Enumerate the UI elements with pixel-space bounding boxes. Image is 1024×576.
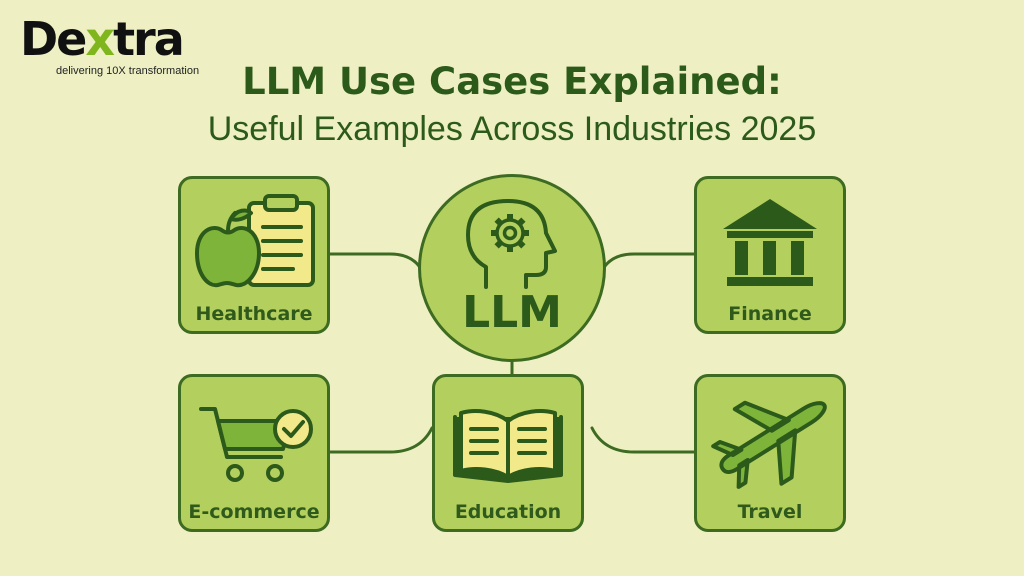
card-label: Education [454,501,562,523]
card-label: Finance [728,303,812,325]
card-label: Healthcare [195,303,313,325]
open-book-icon [453,409,563,483]
brand-logo: Dextra delivering 10X transformation [20,16,199,77]
shopping-cart-check-icon [199,407,313,482]
card-ecommerce: E-commerce [178,374,330,532]
card-healthcare: Healthcare [178,176,330,334]
page-subtitle: Useful Examples Across Industries 2025 [207,110,817,148]
brand-tagline: delivering 10X transformation [56,65,200,77]
card-label: E-commerce [188,501,320,523]
connector-ecommerce [328,426,434,454]
llm-hub: LLM [418,174,606,362]
connector-finance [596,252,696,284]
card-label: Travel [737,501,803,523]
page-title: LLM Use Cases Explained: [242,60,782,103]
hub-label: LLM [462,287,562,338]
airplane-icon [711,400,827,489]
apple-clipboard-icon [195,194,315,288]
card-education: Education [432,374,584,532]
card-finance: Finance [694,176,846,334]
bank-icon [723,199,817,286]
head-gear-icon [466,199,557,289]
connector-travel [590,426,696,454]
brand-name: Dextra [20,12,185,66]
connector-healthcare [328,252,428,284]
card-travel: Travel [694,374,846,532]
